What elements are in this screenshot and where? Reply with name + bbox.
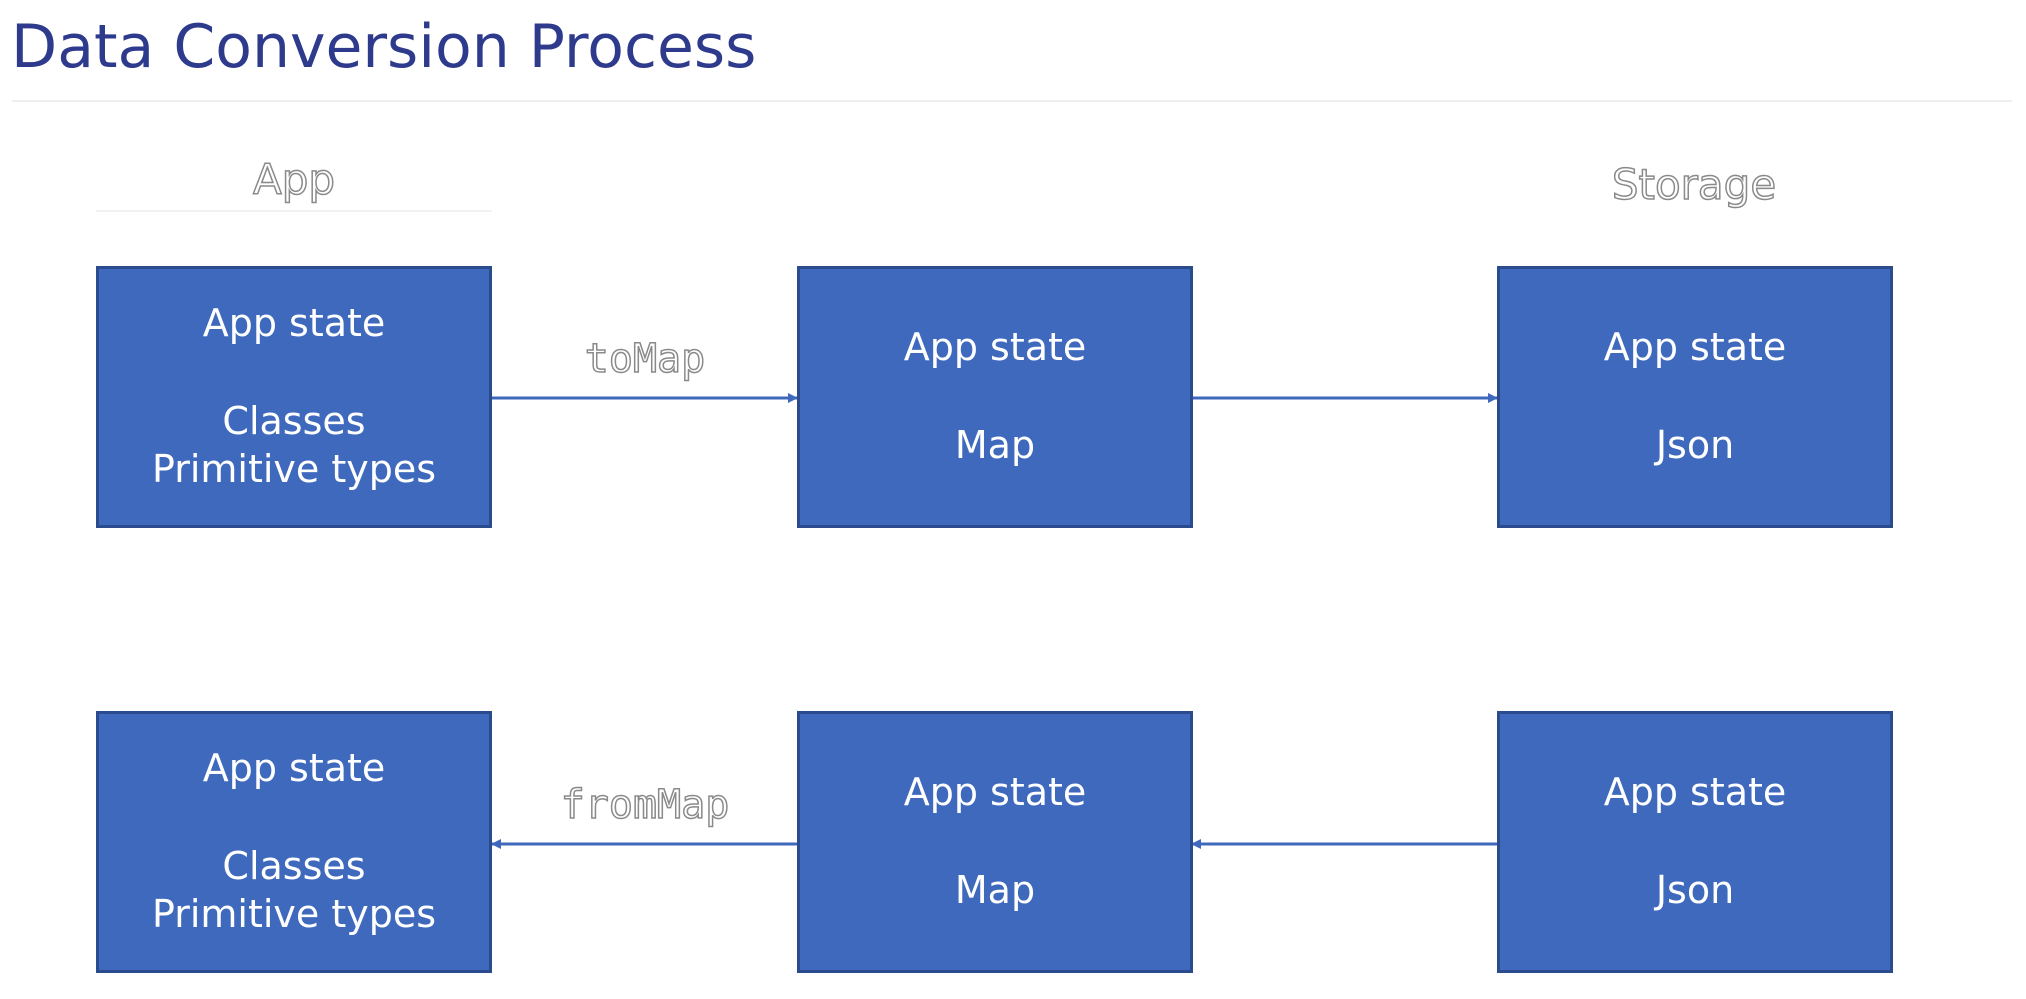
box-line: App state — [202, 301, 386, 345]
slide-title: Data Conversion Process — [11, 12, 757, 82]
box-line: App state — [202, 746, 386, 790]
box-app-state-map-bottom: App state Map — [797, 711, 1193, 973]
box-line: App state — [1603, 770, 1787, 814]
box-line: Json — [1655, 868, 1735, 912]
box-line: Map — [954, 868, 1036, 912]
arrow-label-frommap: fromMap — [560, 781, 730, 829]
section-label-storage: Storage — [1611, 159, 1777, 210]
box-app-state-json-top: App state Json — [1497, 266, 1893, 528]
title-divider — [12, 100, 2012, 102]
section-label-app: App — [252, 154, 336, 205]
box-app-state-classes-bottom: App state Classes Primitive types — [96, 711, 492, 973]
section-label-app-underline — [96, 210, 492, 212]
box-line: Primitive types — [151, 447, 437, 491]
box-line: App state — [903, 325, 1087, 369]
box-line: Map — [954, 423, 1036, 467]
box-line: Classes — [222, 399, 366, 443]
box-app-state-map-top: App state Map — [797, 266, 1193, 528]
box-line: App state — [903, 770, 1087, 814]
arrow-label-tomap: toMap — [584, 335, 706, 383]
box-app-state-json-bottom: App state Json — [1497, 711, 1893, 973]
box-app-state-classes-top: App state Classes Primitive types — [96, 266, 492, 528]
box-line: Primitive types — [151, 892, 437, 936]
box-line: Json — [1655, 423, 1735, 467]
box-line: Classes — [222, 844, 366, 888]
box-line: App state — [1603, 325, 1787, 369]
